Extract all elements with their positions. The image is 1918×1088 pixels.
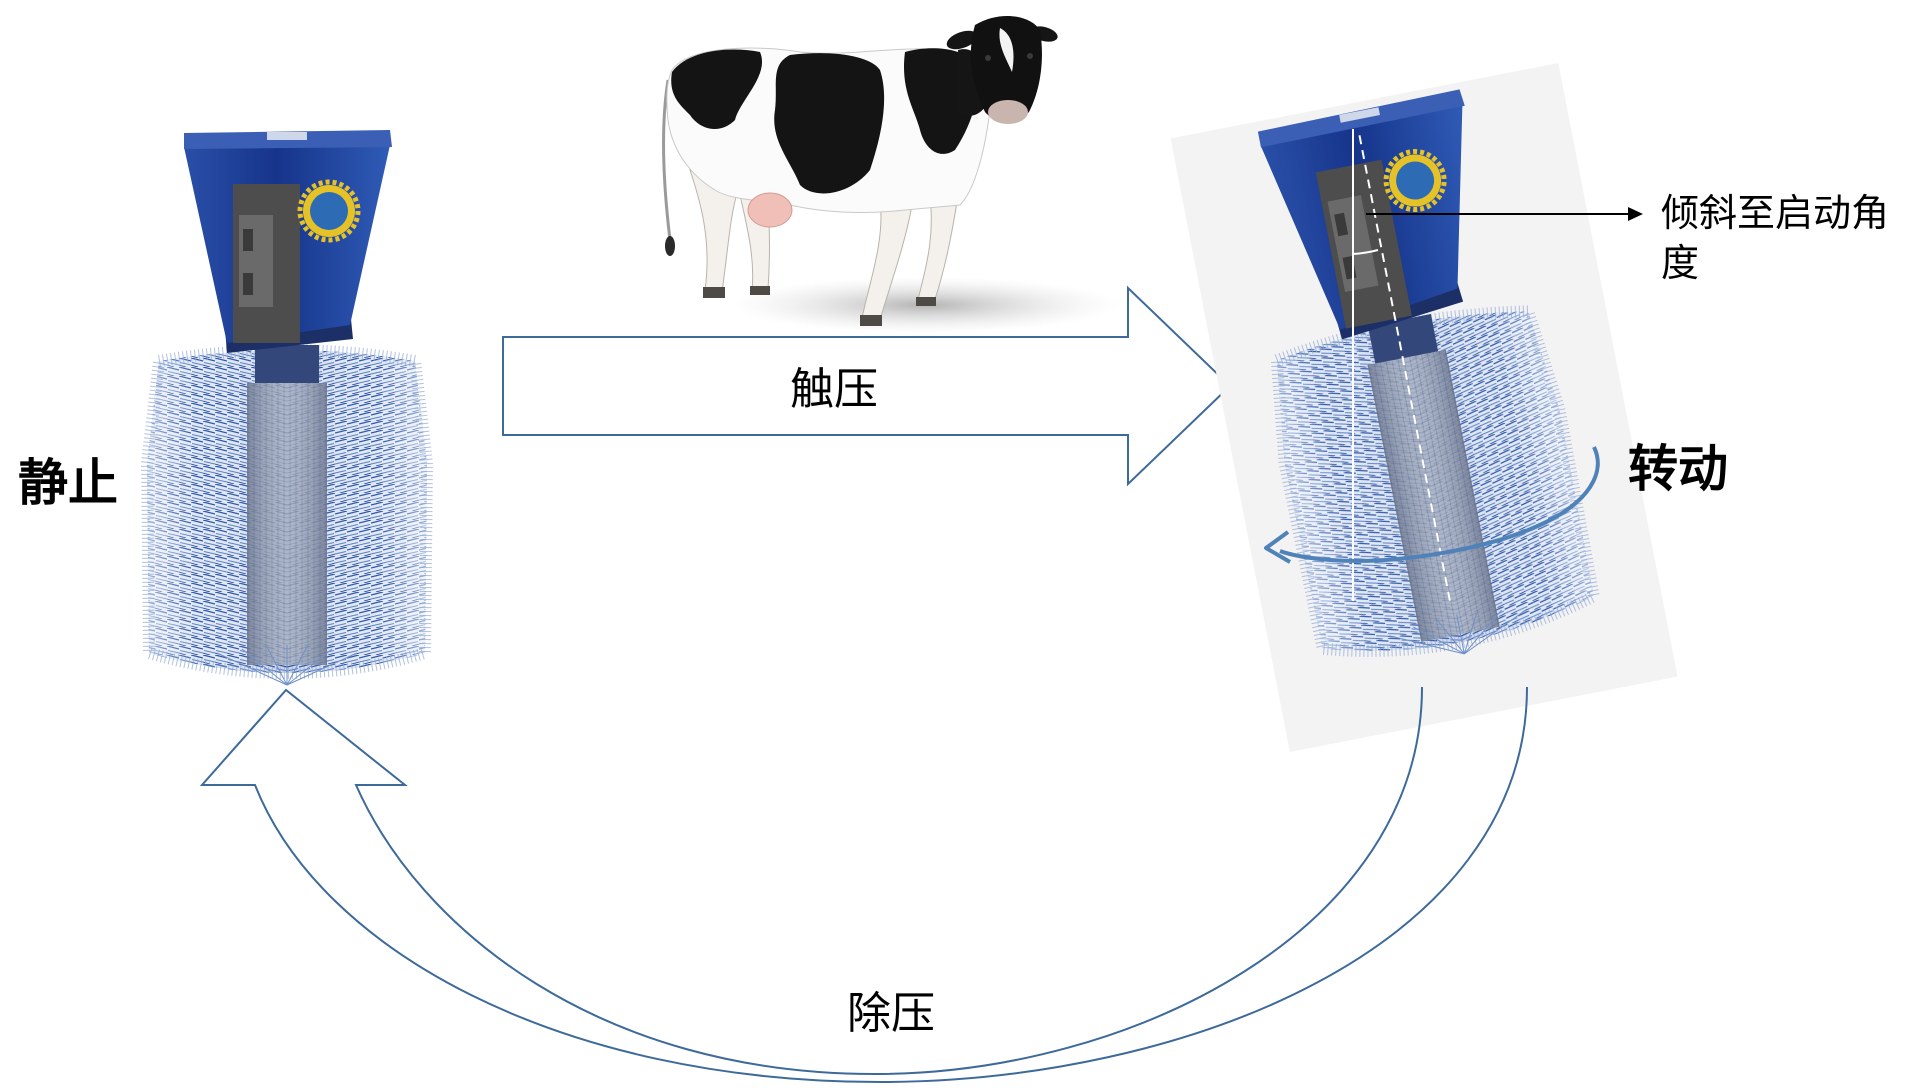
rotation-arrow bbox=[1279, 446, 1600, 563]
press-transition-arrow bbox=[502, 285, 1232, 487]
press-transition-label: 触压 bbox=[790, 364, 878, 415]
cow-image bbox=[662, 15, 1120, 333]
tilt-annotation-arrowhead bbox=[1628, 207, 1643, 221]
cow-hooves bbox=[703, 286, 936, 326]
rotating-state-label: 转动 bbox=[1628, 440, 1728, 498]
cow-patches bbox=[671, 48, 978, 194]
rotation-arrowhead bbox=[1264, 530, 1292, 564]
cow-ear-left bbox=[946, 30, 978, 50]
tilted-axis-dashed-line bbox=[1358, 135, 1451, 601]
cow-face-blaze bbox=[999, 28, 1014, 72]
cow-tail bbox=[662, 79, 672, 241]
cow-udder bbox=[747, 192, 793, 228]
tilt-angle-arc bbox=[1352, 249, 1379, 255]
tilt-annotation-line2: 度 bbox=[1661, 241, 1699, 285]
tilt-annotation-line1: 倾斜至启动角 bbox=[1661, 191, 1889, 235]
static-state-label: 静止 bbox=[18, 454, 118, 512]
release-transition-label: 除压 bbox=[847, 988, 935, 1039]
cow-muzzle bbox=[988, 100, 1028, 124]
release-transition-arrow bbox=[199, 686, 1528, 1084]
rotating-brush bbox=[1170, 63, 1678, 752]
cow-head bbox=[970, 15, 1042, 121]
cow-legs bbox=[689, 169, 959, 321]
static-brush bbox=[147, 130, 427, 685]
